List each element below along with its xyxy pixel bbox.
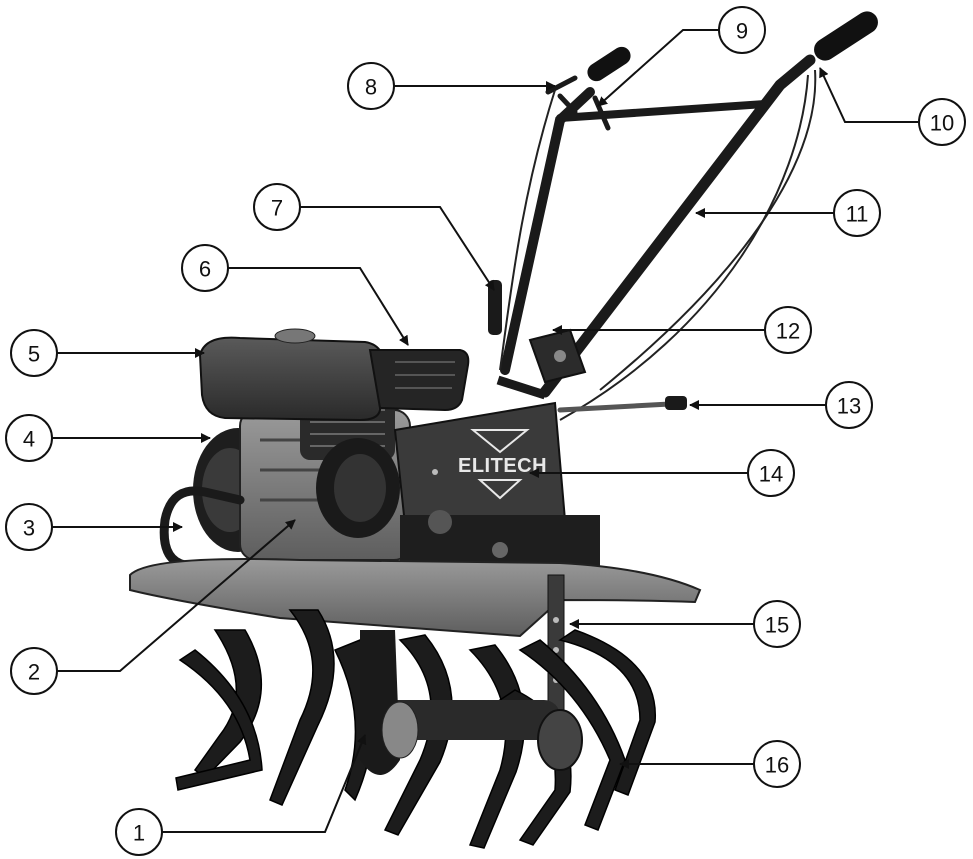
callout-10: 10: [918, 98, 966, 146]
handlebar: [496, 54, 816, 400]
gear-lever: [488, 280, 502, 335]
callout-1: 1: [115, 808, 163, 856]
leader-9: [597, 29, 719, 107]
callout-3: 3: [5, 503, 53, 551]
callouts: 1 2 3 4 5 6 7 8: [5, 6, 966, 856]
leader-7: [300, 206, 495, 291]
callout-16: 16: [753, 740, 801, 788]
svg-text:10: 10: [930, 111, 954, 136]
svg-text:2: 2: [28, 660, 40, 685]
leader-lines: [52, 29, 918, 833]
svg-text:3: 3: [23, 516, 35, 541]
callout-2: 2: [10, 647, 58, 695]
callout-14: 14: [747, 449, 795, 497]
brand-label: ELITECH: [458, 455, 547, 477]
svg-text:15: 15: [765, 613, 789, 638]
svg-text:1: 1: [133, 821, 145, 846]
callout-8: 8: [347, 62, 395, 110]
leader-6: [228, 267, 409, 346]
callout-9: 9: [718, 6, 766, 54]
callout-11: 11: [833, 189, 881, 237]
right-grip: [814, 11, 878, 61]
svg-text:4: 4: [23, 427, 35, 452]
svg-text:14: 14: [759, 462, 783, 487]
callout-7: 7: [253, 183, 301, 231]
callout-12: 12: [764, 306, 812, 354]
side-cover: ELITECH: [393, 401, 567, 527]
leader-1: [162, 734, 367, 833]
svg-text:7: 7: [271, 196, 283, 221]
leader-2: [57, 519, 296, 672]
callout-5: 5: [10, 329, 58, 377]
engine: [193, 328, 470, 561]
leader-10: [819, 67, 918, 123]
svg-text:11: 11: [846, 202, 869, 227]
roll-bar: [159, 486, 245, 570]
callout-13: 13: [825, 381, 873, 429]
svg-text:8: 8: [365, 75, 377, 100]
svg-text:6: 6: [199, 257, 211, 282]
cultivator-illustration: ELITECH: [129, 11, 878, 849]
left-grip: [587, 46, 631, 82]
callout-4: 4: [5, 414, 53, 462]
svg-text:5: 5: [28, 342, 40, 367]
svg-text:12: 12: [776, 319, 800, 344]
callout-6: 6: [181, 244, 229, 292]
svg-text:9: 9: [736, 19, 748, 44]
callout-15: 15: [753, 600, 801, 648]
svg-text:16: 16: [765, 753, 789, 778]
svg-text:13: 13: [837, 394, 861, 419]
